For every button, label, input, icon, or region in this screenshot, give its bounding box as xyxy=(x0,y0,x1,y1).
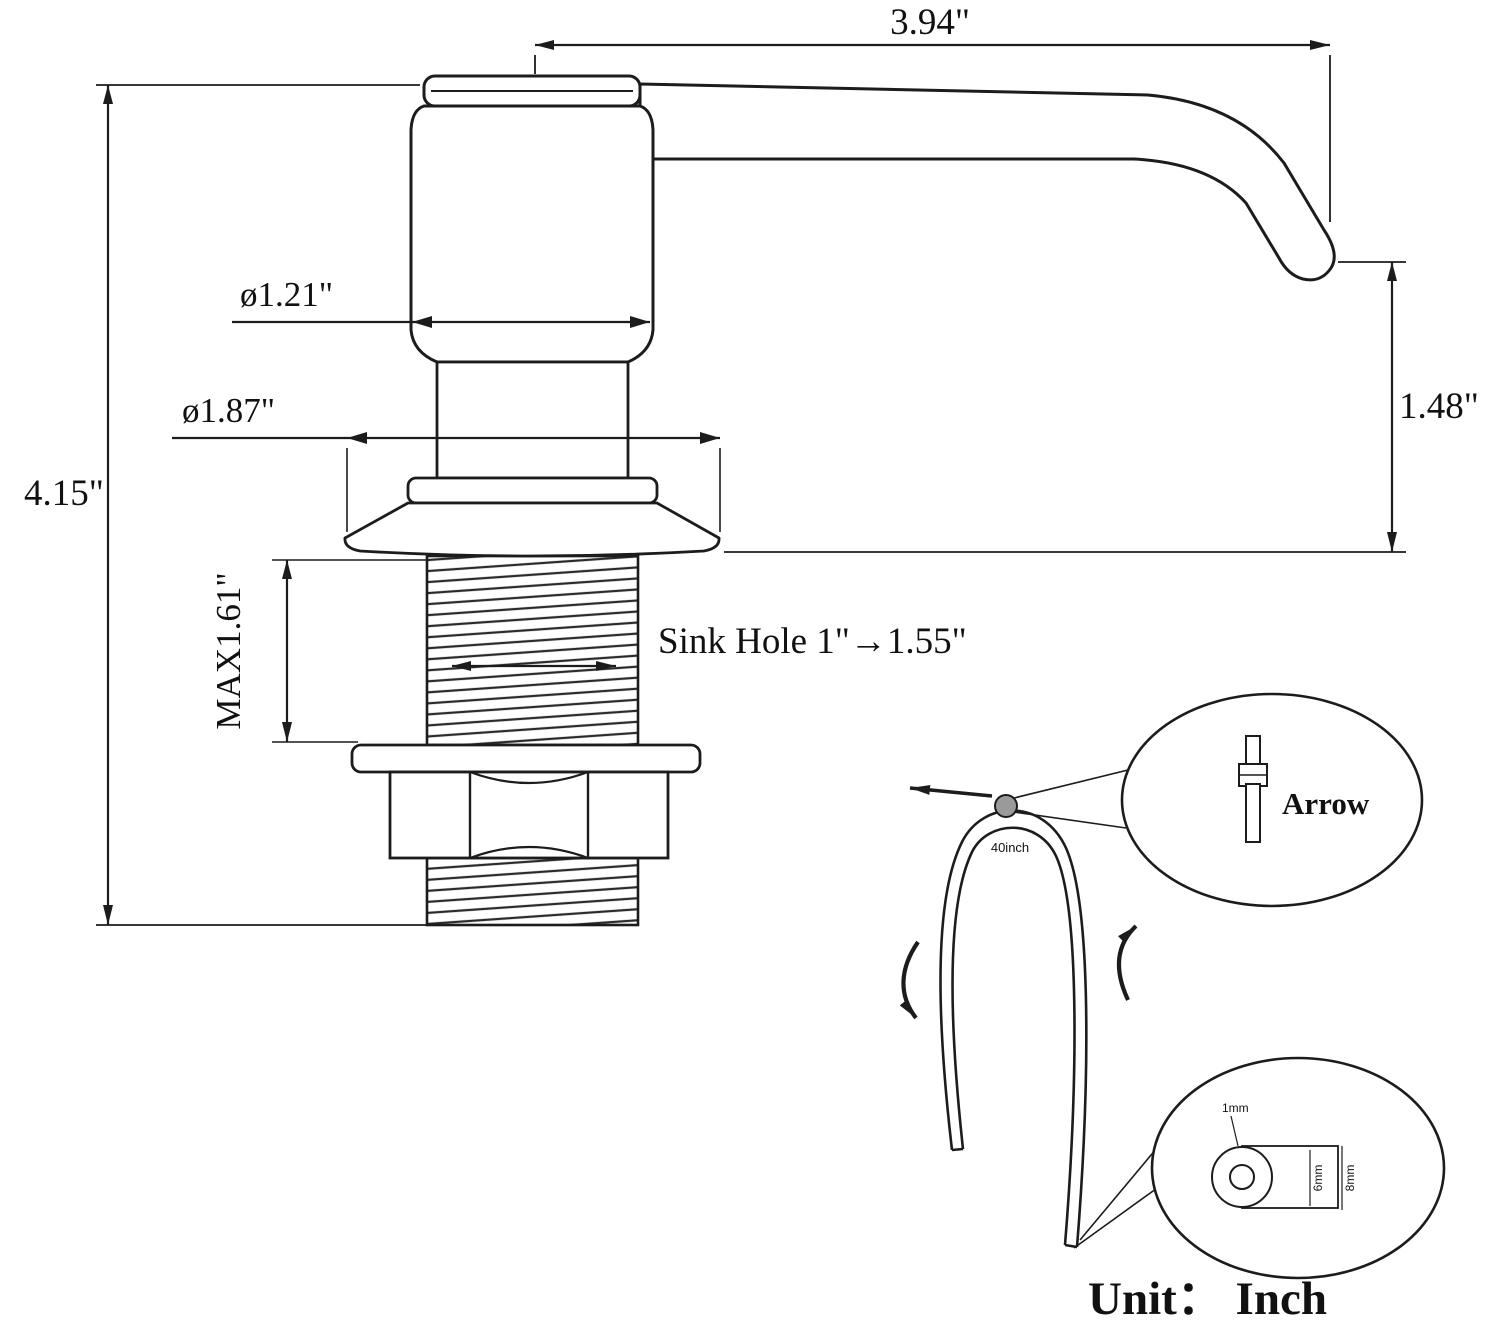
unit-label: Unit： Inch xyxy=(1088,1273,1327,1325)
callout-line-top xyxy=(1013,769,1129,799)
dimension-sink-hole: Sink Hole 1"→1.55" xyxy=(452,621,967,671)
dim-label-spout-drop: 1.48" xyxy=(1399,386,1479,427)
arrowhead-left xyxy=(412,316,432,328)
flange-collar xyxy=(406,476,659,505)
dimension-total-height: 4.15" xyxy=(24,84,432,926)
spout xyxy=(638,82,1336,282)
flow-direction-arrow xyxy=(909,784,993,798)
dim-label-flange-diameter: ø1.87" xyxy=(182,391,275,430)
dim-label-total-height: 4.15" xyxy=(24,473,104,514)
tube-length-label: 40inch xyxy=(991,840,1029,855)
arrowhead-right xyxy=(700,432,720,444)
rotation-arrow-left xyxy=(899,940,920,1020)
valve-arrow-label: Arrow xyxy=(1282,786,1370,821)
threaded-shaft-lower xyxy=(425,856,640,927)
hex-nut xyxy=(388,770,670,860)
tube-outer-line xyxy=(939,809,1088,1248)
check-valve-detail: Arrow xyxy=(1013,692,1424,908)
soap-dispenser-drawing xyxy=(343,74,1336,927)
callout-line-bottom xyxy=(1073,1185,1161,1249)
grommet-dim-top: 1mm xyxy=(1222,1101,1249,1115)
dim-label-sink-hole: Sink Hole 1"→1.55" xyxy=(658,621,967,662)
pump-head-body xyxy=(409,104,655,364)
valve-top-tube xyxy=(1245,735,1261,767)
grommet-inner-ring xyxy=(1229,1164,1255,1190)
dimension-head-diameter: ø1.21" xyxy=(232,275,650,328)
dimension-flange-diameter: ø1.87" xyxy=(172,391,721,532)
flange-base xyxy=(343,501,721,558)
threaded-shaft-upper xyxy=(425,554,640,747)
hex-nut-chamfer-bottom xyxy=(469,845,589,860)
washer xyxy=(350,743,702,774)
callout-line-bottom xyxy=(1013,811,1127,829)
hex-nut-chamfer-top xyxy=(469,770,589,785)
hex-nut-body xyxy=(388,770,670,860)
grommet-dim-inner: 6mm xyxy=(1311,1165,1325,1192)
arrowhead-right xyxy=(630,316,650,328)
neck xyxy=(435,360,630,480)
grommet-detail: 1mm 6mm 8mm xyxy=(1073,1056,1446,1280)
tube-end-left xyxy=(951,1147,964,1152)
dimension-spout-drop: 1.48" xyxy=(724,261,1479,553)
dimension-thread-length: MAX1.61" xyxy=(209,559,430,743)
dim-label-head-diameter: ø1.21" xyxy=(240,275,333,314)
dim-label-spout-length: 3.94" xyxy=(890,2,970,43)
detail-circle xyxy=(1120,692,1424,908)
valve-bottom-tube xyxy=(1245,783,1261,843)
tube-assembly: 40inch xyxy=(899,784,1138,1249)
grommet-dim-outer: 8mm xyxy=(1343,1165,1357,1192)
tube-inner-line xyxy=(951,826,1076,1246)
arrowhead-left xyxy=(347,432,367,444)
dimension-spout-length: 3.94" xyxy=(534,2,1331,222)
check-valve-glyph xyxy=(1238,735,1268,843)
grommet-leader-top xyxy=(1230,1115,1239,1147)
tube-connector xyxy=(994,794,1018,818)
rotation-arrow-right xyxy=(1116,924,1138,1001)
dim-label-thread-max: MAX1.61" xyxy=(209,572,248,729)
